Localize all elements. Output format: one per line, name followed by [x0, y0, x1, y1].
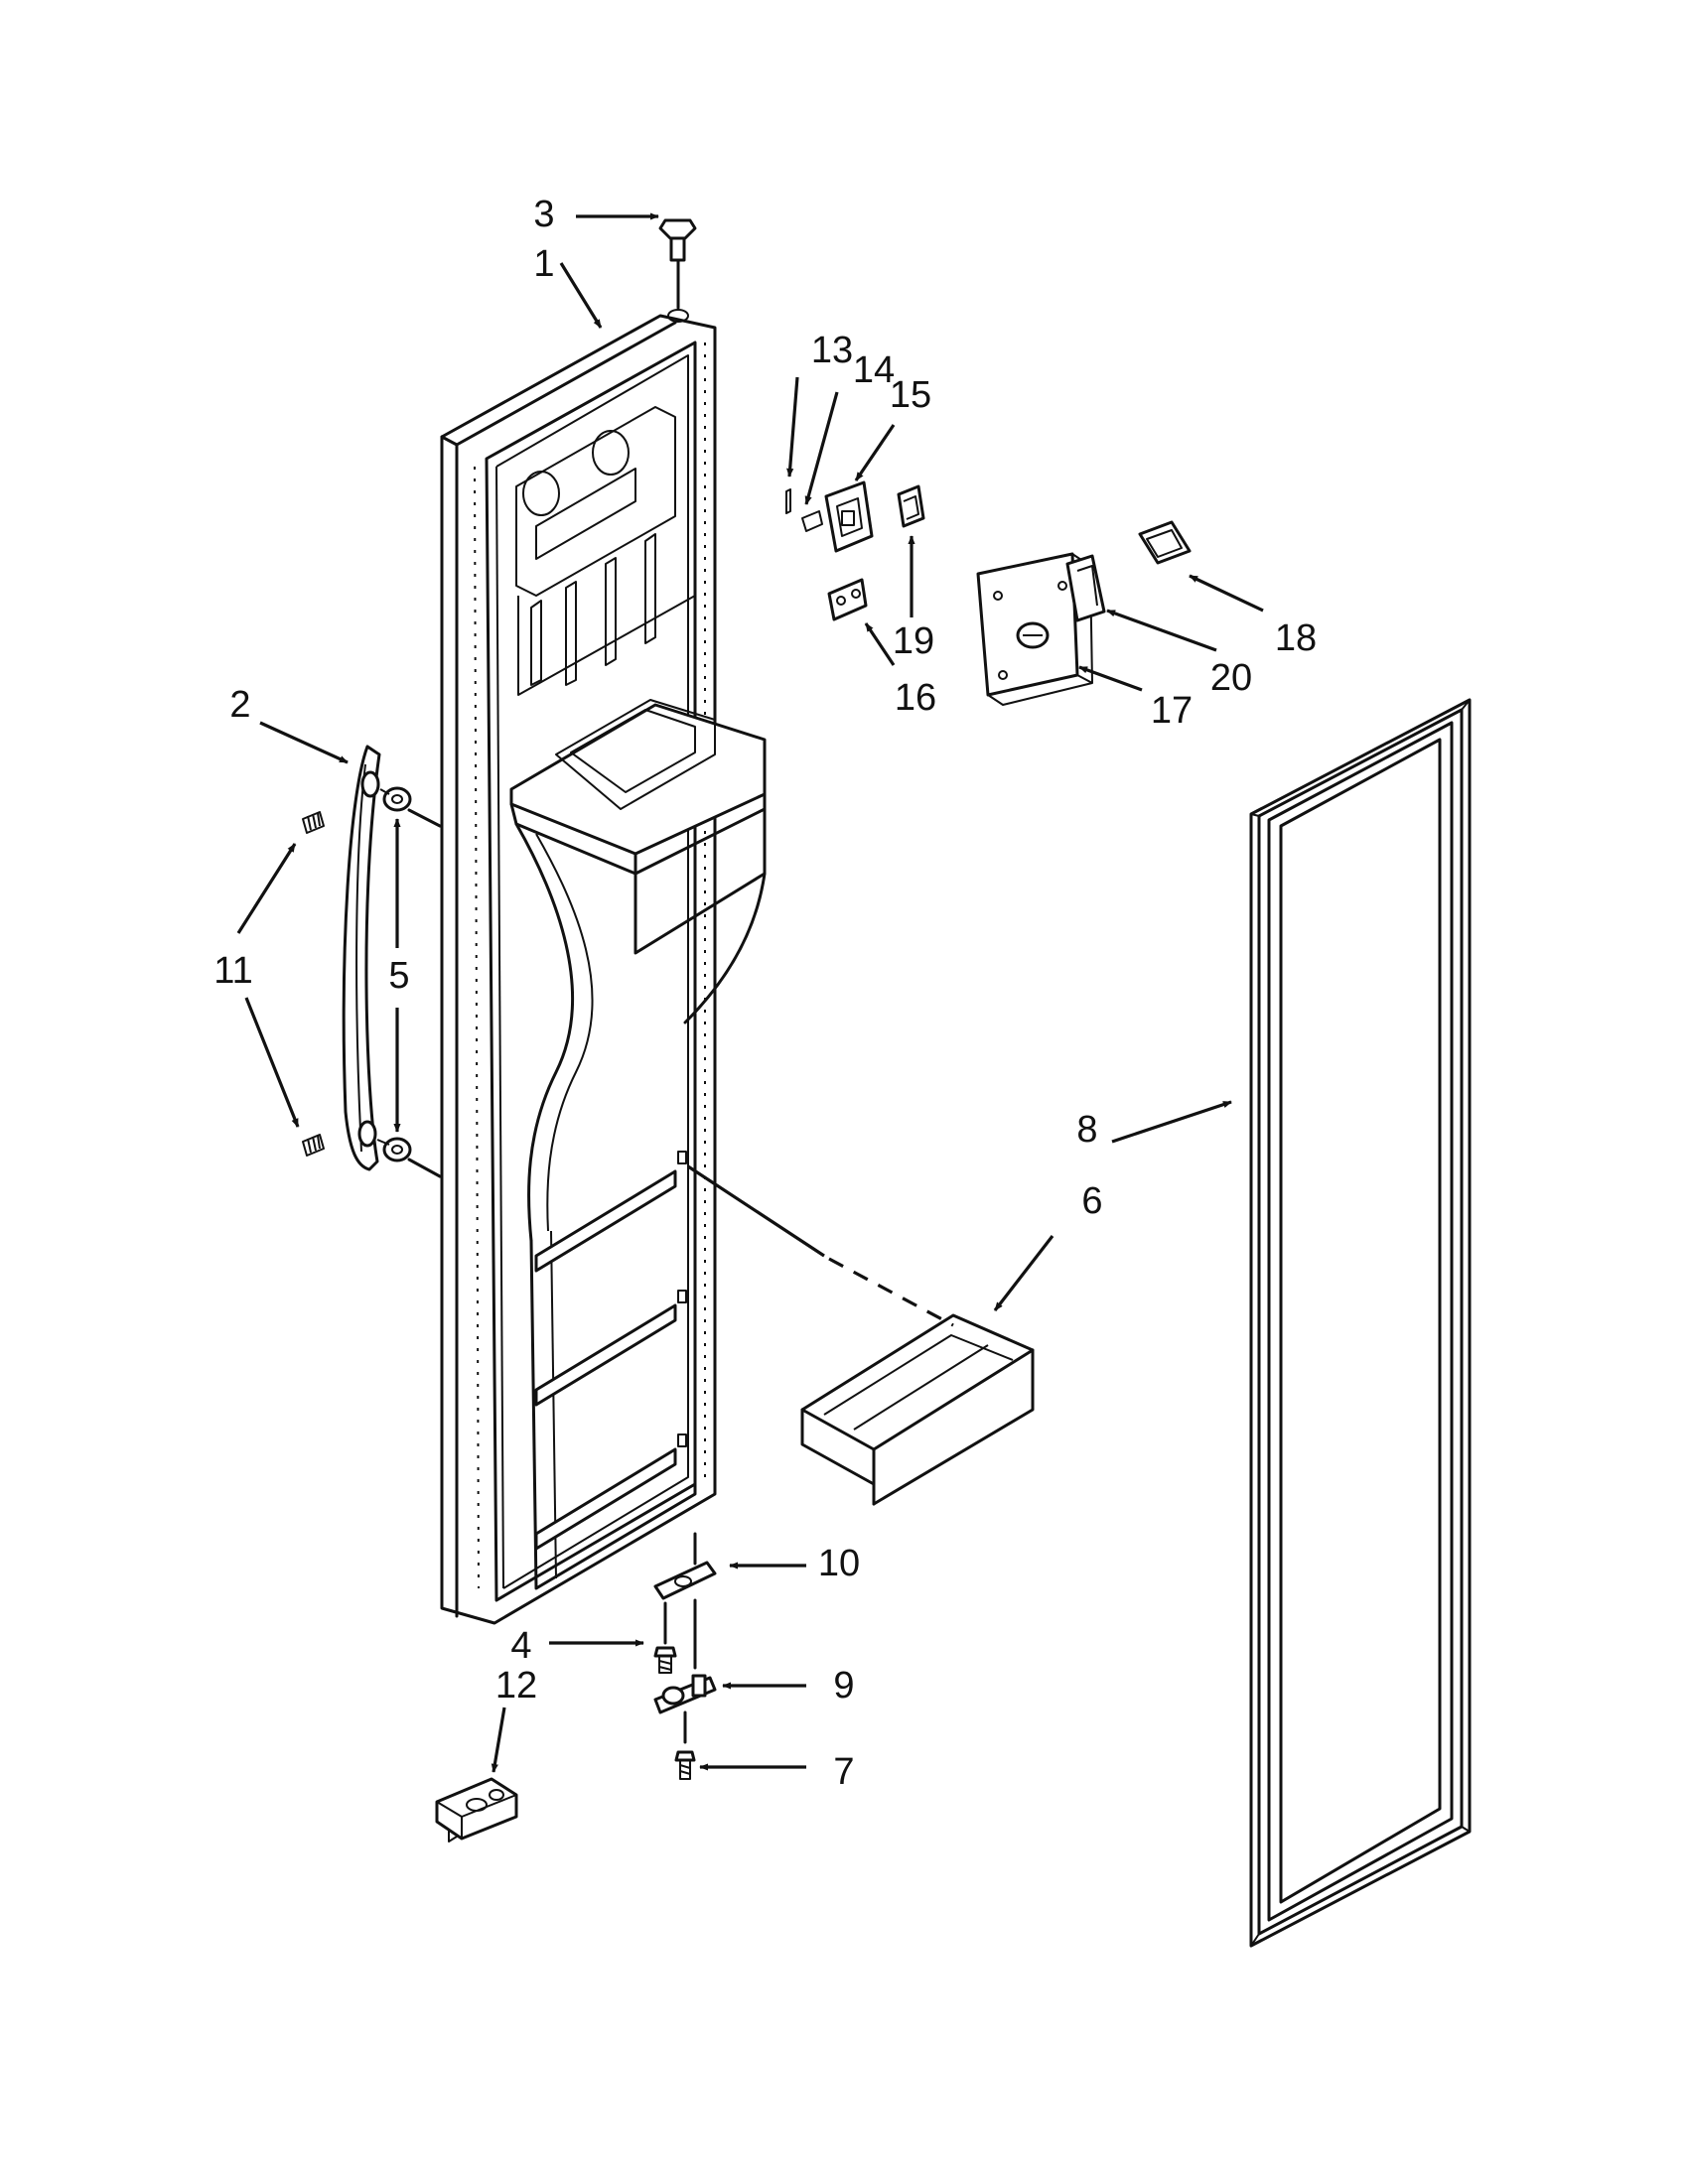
leader-lines [236, 212, 1264, 1773]
callout-7: 7 [833, 1751, 854, 1793]
door-panel-part [440, 314, 767, 1625]
door-bin-part [800, 1313, 1035, 1506]
callout-16: 16 [895, 677, 936, 719]
callout-17: 17 [1151, 690, 1193, 732]
callout-18: 18 [1275, 617, 1317, 659]
set-screw-parts [302, 811, 325, 1157]
control-housing-parts [976, 520, 1192, 706]
spacer-parts [382, 786, 442, 1178]
handle-part [342, 745, 381, 1171]
gasket-part [1249, 698, 1472, 1948]
bottom-hinge-parts [435, 1532, 717, 1843]
callout-2: 2 [229, 684, 250, 726]
callout-11: 11 [213, 950, 252, 992]
callout-15: 15 [890, 374, 931, 416]
switch-parts [785, 480, 925, 621]
callout-3: 3 [533, 194, 554, 235]
callout-14: 14 [853, 349, 895, 391]
callout-4: 4 [510, 1625, 531, 1667]
callout-9: 9 [833, 1665, 854, 1706]
callout-labels: 3 1 13 14 15 19 16 18 20 17 2 11 5 8 6 1… [213, 194, 1317, 1793]
callout-8: 8 [1076, 1109, 1097, 1151]
callout-13: 13 [811, 330, 853, 371]
callout-12: 12 [495, 1665, 537, 1706]
callout-5: 5 [388, 955, 409, 997]
hinge-pin-part [658, 218, 697, 323]
callout-10: 10 [818, 1543, 860, 1584]
callout-20: 20 [1210, 657, 1252, 699]
callout-6: 6 [1081, 1180, 1102, 1222]
callout-19: 19 [893, 620, 934, 662]
callout-1: 1 [533, 243, 554, 285]
